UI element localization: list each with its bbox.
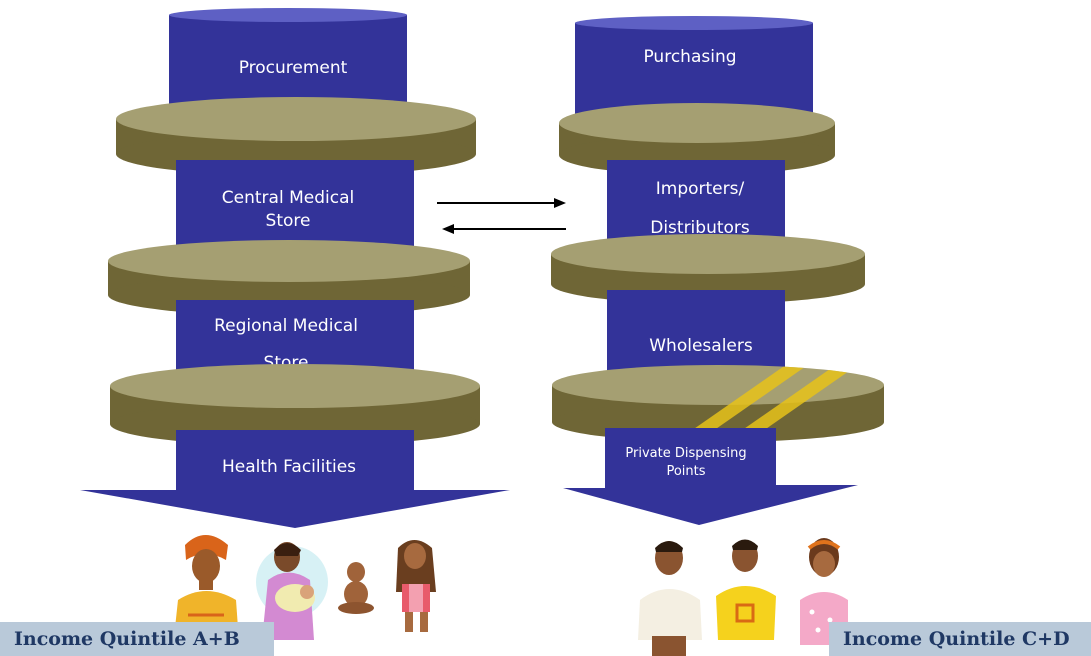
- importers-distributors-cylinder: Importers/ Distributors: [607, 160, 785, 248]
- baby-icon: [338, 562, 374, 614]
- income-quintile-ab-label: Income Quintile A+B: [0, 622, 274, 656]
- private-supply-chain: Purchasing Importers/ Distributors Whole…: [551, 16, 884, 525]
- health-facilities-arrow: Health Facilities: [80, 430, 510, 528]
- public-supply-chain: Procurement Central Medical Store Region…: [80, 8, 510, 528]
- purchasing-label: Purchasing: [643, 47, 736, 67]
- central-store-label-line1: Central Medical: [222, 188, 354, 208]
- people-group-right: [638, 538, 848, 656]
- mother-with-baby-icon: [256, 542, 328, 640]
- disc-3: [110, 364, 480, 446]
- boy-icon: [716, 539, 776, 640]
- yellow-stripes: [678, 365, 862, 440]
- private-dispensing-arrow: Private Dispensing Points: [563, 428, 858, 525]
- income-quintile-cd-label: Income Quintile C+D: [829, 622, 1091, 656]
- dispensing-label-line1: Private Dispensing: [625, 446, 746, 461]
- regional-store-label-line1: Regional Medical: [214, 316, 358, 336]
- importers-label-line1: Importers/: [656, 179, 745, 199]
- importers-label-line2: Distributors: [650, 218, 750, 238]
- central-store-label-line2: Store: [266, 211, 311, 231]
- arrow-left-icon: [442, 224, 454, 234]
- health-facilities-label: Health Facilities: [222, 457, 356, 477]
- wholesalers-label: Wholesalers: [649, 336, 753, 356]
- exchange-arrows: [437, 198, 566, 234]
- arrow-right-icon: [554, 198, 566, 208]
- procurement-label: Procurement: [239, 58, 348, 78]
- disc-4: [559, 103, 835, 175]
- man-icon: [638, 541, 702, 656]
- girl-braids-icon: [396, 540, 436, 632]
- dispensing-label-line2: Points: [666, 464, 705, 479]
